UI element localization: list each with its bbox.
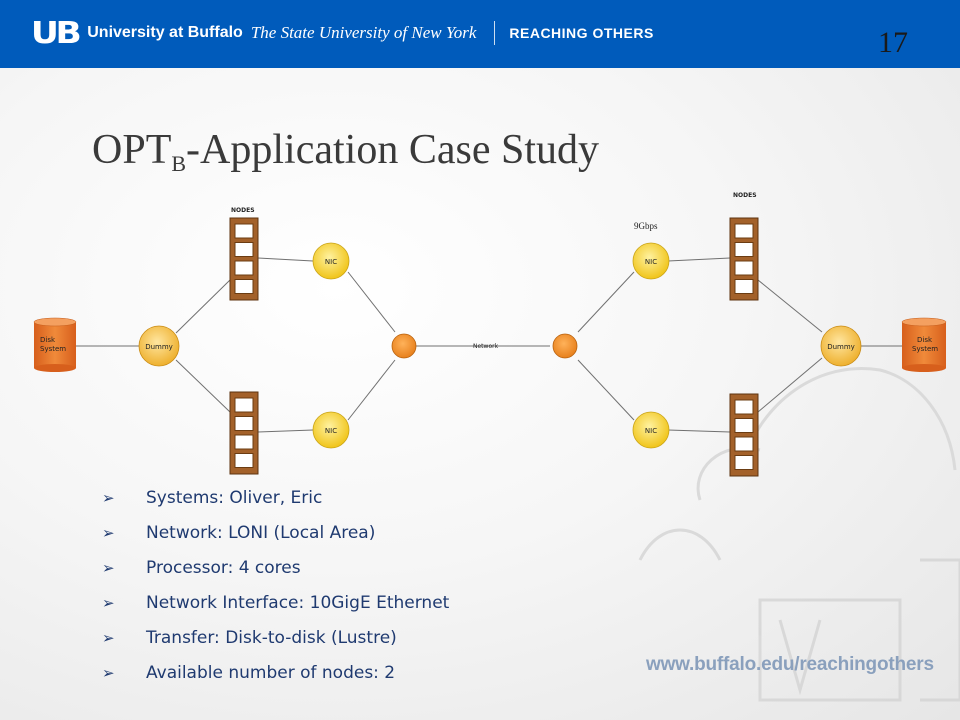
suny-name: The State University of New York (250, 23, 477, 42)
bullet-item: ➢ Systems: Oliver, Eric (102, 480, 449, 515)
bullet-item: ➢ Network: LONI (Local Area) (102, 515, 449, 550)
dummy-node-right: Dummy (820, 325, 862, 367)
dummy-node-left: Dummy (138, 325, 180, 367)
node-slot (234, 434, 254, 450)
node-slot (734, 418, 754, 433)
ub-logo: UB (30, 15, 82, 51)
bullet-text: Processor: 4 cores (146, 557, 301, 578)
disk-label-line2: System (912, 345, 938, 353)
arrowhead-bullet-icon: ➢ (102, 593, 115, 612)
node-slot (234, 242, 254, 257)
footer-url: www.buffalo.edu/reachingothers (646, 654, 934, 675)
router-left (391, 333, 417, 359)
bullet-item: ➢ Processor: 4 cores (102, 550, 449, 585)
bandwidth-label: 9Gbps (634, 221, 658, 231)
node-slot (734, 436, 754, 452)
university-name: University at Buffalo (87, 24, 243, 41)
bullet-text: Available number of nodes: 2 (146, 662, 396, 683)
arrowhead-bullet-icon: ➢ (102, 488, 115, 507)
disk-system-left: Disk System (33, 317, 77, 372)
bullet-list: ➢ Systems: Oliver, Eric ➢ Network: LONI (L… (102, 480, 449, 690)
node-slot (234, 279, 254, 294)
arrowhead-bullet-icon: ➢ (102, 663, 115, 682)
node-rack-left-top (229, 217, 259, 301)
node-slot (234, 260, 254, 276)
bullet-text: Network Interface: 10GigE Ethernet (146, 592, 450, 613)
nic-label: NIC (325, 427, 337, 435)
node-slot (734, 242, 754, 257)
node-slot (734, 279, 754, 294)
bullet-item: ➢ Transfer: Disk-to-disk (Lustre) (102, 620, 449, 655)
node-rack-right-bottom (729, 393, 759, 477)
header-divider (494, 21, 496, 45)
bullet-text: Transfer: Disk-to-disk (Lustre) (146, 627, 397, 648)
bullet-item: ➢ Available number of nodes: 2 (102, 655, 449, 690)
node-slot (734, 223, 754, 239)
slide-title: OPTB-Application Case Study (92, 126, 599, 177)
title-subscript: B (171, 151, 187, 176)
title-rest: -Application Case Study (186, 127, 599, 173)
node-slot (734, 260, 754, 276)
disk-label-line2: System (40, 345, 66, 353)
router-right (552, 333, 578, 359)
disk-label-line1: Disk (40, 336, 56, 344)
nic-label: NIC (645, 427, 657, 435)
arrowhead-bullet-icon: ➢ (102, 628, 115, 647)
node-slot (734, 399, 754, 415)
nodes-label-left: NODES (231, 207, 255, 214)
connection-lines (76, 257, 902, 433)
node-slot (734, 455, 754, 470)
university-header-bar: UB University at Buffalo The State Unive… (0, 0, 960, 68)
node-slot (234, 223, 254, 239)
nic-left-top: NIC (312, 242, 350, 280)
network-label: Network (473, 343, 499, 350)
nic-left-bottom: NIC (312, 411, 350, 449)
nic-right-top: NIC (632, 242, 670, 280)
node-rack-left-bottom (229, 391, 259, 475)
nic-label: NIC (645, 258, 657, 266)
bullet-text: Network: LONI (Local Area) (146, 522, 376, 543)
nic-label: NIC (325, 258, 337, 266)
header-tagline: REACHING OTHERS (509, 25, 654, 41)
university-brand: UB University at Buffalo The State Unive… (30, 15, 654, 51)
dummy-label: Dummy (145, 343, 173, 351)
node-rack-right-top (729, 217, 759, 301)
node-slot (234, 416, 254, 431)
disk-label-line1: Disk (917, 336, 933, 344)
dummy-label: Dummy (827, 343, 855, 351)
slide-number: 17 (878, 26, 908, 59)
arrowhead-bullet-icon: ➢ (102, 523, 115, 542)
node-slot (234, 397, 254, 413)
bullet-item: ➢ Network Interface: 10GigE Ethernet (102, 585, 449, 620)
nodes-label-right: NODES (733, 192, 757, 199)
nic-right-bottom: NIC (632, 411, 670, 449)
title-main: OPT (92, 127, 172, 173)
disk-system-right: Disk System (901, 317, 947, 372)
bullet-text: Systems: Oliver, Eric (146, 487, 323, 508)
arrowhead-bullet-icon: ➢ (102, 558, 115, 577)
node-slot (234, 453, 254, 468)
